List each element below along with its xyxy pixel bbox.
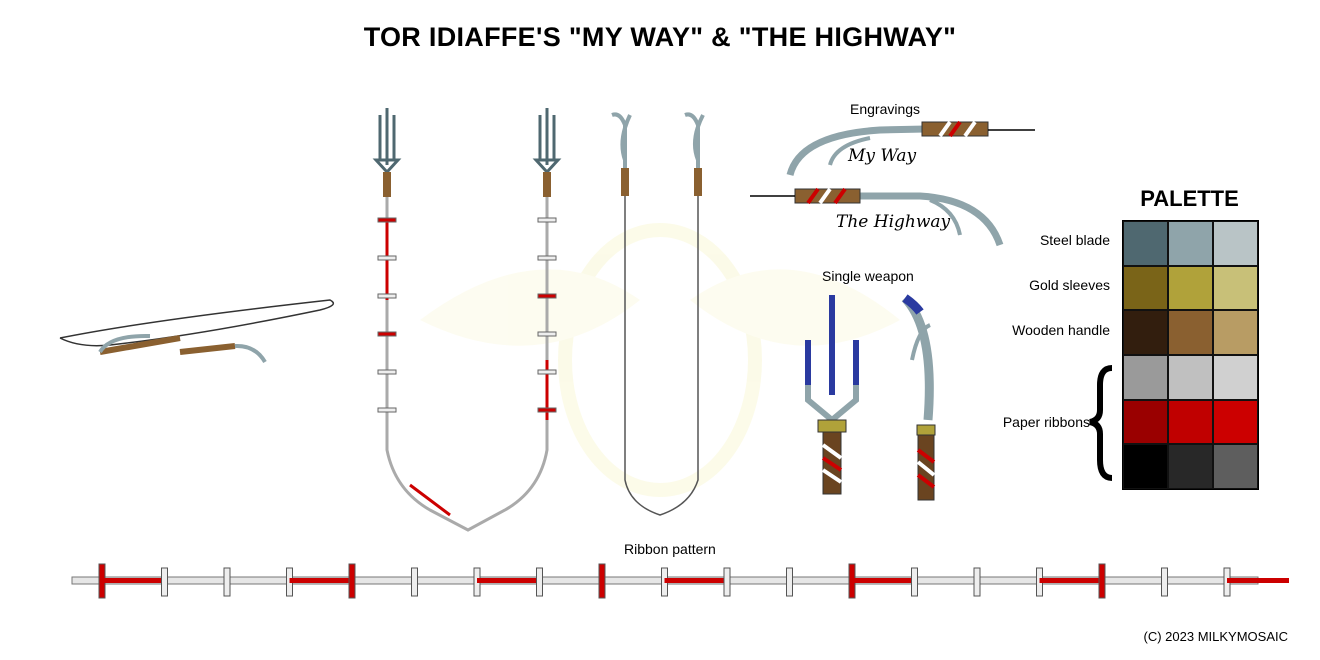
palette-swatch — [1213, 355, 1258, 400]
ribbon-red-segment — [102, 578, 164, 583]
ribbon-tag — [723, 567, 731, 597]
palette-swatch — [1168, 399, 1213, 445]
ribbon-tag — [1098, 563, 1106, 599]
palette-swatch — [1123, 265, 1168, 311]
chain-tag — [537, 255, 557, 261]
palette-swatch — [1168, 444, 1213, 490]
ribbon-red-segment — [852, 578, 914, 583]
ribbon-red-segment — [289, 578, 352, 583]
palette-swatch — [1213, 221, 1258, 266]
ribbon-tag — [161, 567, 168, 597]
ribbon-tag — [911, 567, 918, 597]
palette-swatch — [1123, 444, 1168, 490]
chain-tag — [377, 407, 397, 413]
ribbon-pattern-label: Ribbon pattern — [624, 541, 716, 557]
copyright: (C) 2023 MILKYMOSAIC — [1143, 629, 1289, 644]
ribbon-tag — [223, 567, 231, 597]
page-title: TOR IDIAFFE'S "MY WAY" & "THE HIGHWAY" — [363, 22, 957, 52]
ribbon-tag — [348, 563, 356, 599]
palette-swatch — [1213, 444, 1258, 490]
chain-weapon-sickle-pair — [611, 112, 705, 516]
chain-tag — [537, 217, 557, 223]
ribbon-tag — [786, 567, 793, 597]
palette-label-wood: Wooden handle — [1012, 322, 1110, 338]
palette-swatch — [1123, 355, 1168, 400]
brace-icon — [1089, 365, 1113, 481]
palette-swatch — [1213, 310, 1258, 356]
palette-label-steel: Steel blade — [1039, 232, 1110, 248]
palette-title: PALETTE — [1140, 186, 1239, 211]
engraved-sickle-my-way — [786, 120, 1035, 177]
chain-tag — [377, 255, 397, 261]
ribbon-tag — [536, 567, 543, 597]
chain-tag — [537, 331, 557, 337]
ribbon-tag — [973, 567, 981, 597]
chain-tag — [537, 293, 557, 299]
coiled-weapon — [59, 299, 335, 364]
chain-tag — [537, 407, 557, 413]
palette-swatch — [1123, 399, 1168, 445]
ribbon-red-segment — [664, 578, 727, 583]
single-sickle — [901, 294, 936, 501]
palette-grid — [1122, 220, 1259, 491]
palette-label-gold: Gold sleeves — [1029, 277, 1110, 293]
chain-weapon-trident-pair — [372, 108, 562, 532]
palette-label-paper-ribbons: Paper ribbons — [1002, 414, 1090, 430]
engraved-sickle-the-highway — [750, 187, 1004, 247]
ribbon-pattern — [71, 563, 1289, 599]
ribbon-red-segment — [477, 578, 539, 583]
palette-swatch — [1123, 221, 1168, 266]
palette-swatch — [1168, 355, 1213, 400]
engravings-label: Engravings — [850, 101, 921, 117]
ribbon-tag — [411, 567, 418, 597]
ribbon-tag — [598, 563, 606, 599]
chain-tag — [377, 217, 397, 223]
palette-swatch — [1168, 221, 1213, 266]
chain-tag — [377, 369, 397, 375]
ribbon-red-segment — [1039, 578, 1102, 583]
ribbon-tag — [1161, 567, 1168, 597]
palette-swatch — [1213, 399, 1258, 445]
single-trident — [805, 295, 859, 495]
single-weapon-label: Single weapon — [822, 268, 914, 284]
palette-swatch — [1123, 310, 1168, 356]
palette-swatch — [1168, 265, 1213, 311]
engraving-the-highway: The Highway — [836, 212, 951, 232]
chain-tag — [377, 293, 397, 299]
palette-swatch — [1168, 310, 1213, 356]
watermark — [420, 223, 900, 497]
chain-tag — [537, 369, 557, 375]
engraving-my-way: My Way — [848, 146, 917, 166]
palette-swatch — [1213, 265, 1258, 311]
ribbon-red-segment — [1227, 578, 1289, 583]
chain-tag — [377, 331, 397, 337]
